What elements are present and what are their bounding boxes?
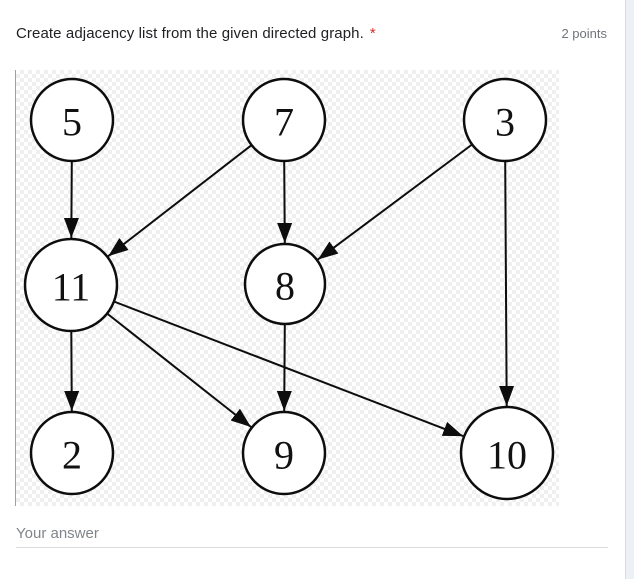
graph-svg: 5 7 3 11 8 2 9 10 [23,77,555,501]
graph-edge-7-11 [107,144,253,257]
graph-node-7 [241,77,327,163]
graph-node-5 [29,77,115,163]
question-title-row: Create adjacency list from the given dir… [16,25,376,43]
question-image: 5 7 3 11 8 2 9 10 [15,70,559,506]
graph-edge-11-9 [106,312,252,428]
graph-node-10 [459,405,555,501]
question-header: Create adjacency list from the given dir… [16,25,607,43]
graph-node-9 [241,410,327,496]
graph-node-2 [29,410,115,496]
graph-node-label-3: 3 [495,100,515,145]
graph-node-8 [243,242,327,326]
graph-edge-11-10 [113,300,464,438]
graph-edge-5-11 [63,160,79,239]
graph-node-3 [462,77,548,163]
graph-node-label-11: 11 [52,265,91,310]
graph-node-11 [23,237,119,333]
graph-node-label-10: 10 [487,433,527,478]
graph-node-label-2: 2 [62,433,82,478]
question-title: Create adjacency list from the given dir… [16,25,364,42]
points-badge: 2 points [561,26,607,41]
page-background-strip [625,0,634,579]
graph-edge-3-8 [317,143,473,261]
answer-placeholder: Your answer [16,525,99,542]
graph-edge-3-10 [499,160,515,407]
graph-node-label-7: 7 [274,100,294,145]
required-asterisk: * [369,25,376,42]
graph-edge-7-8 [277,160,293,244]
graph-edge-11-2 [64,330,80,412]
graph-node-label-9: 9 [274,433,294,478]
graph-node-label-8: 8 [275,264,295,309]
graph-edge-8-9 [276,323,292,412]
answer-input[interactable]: Your answer [16,525,608,548]
graph-node-label-5: 5 [62,100,82,145]
